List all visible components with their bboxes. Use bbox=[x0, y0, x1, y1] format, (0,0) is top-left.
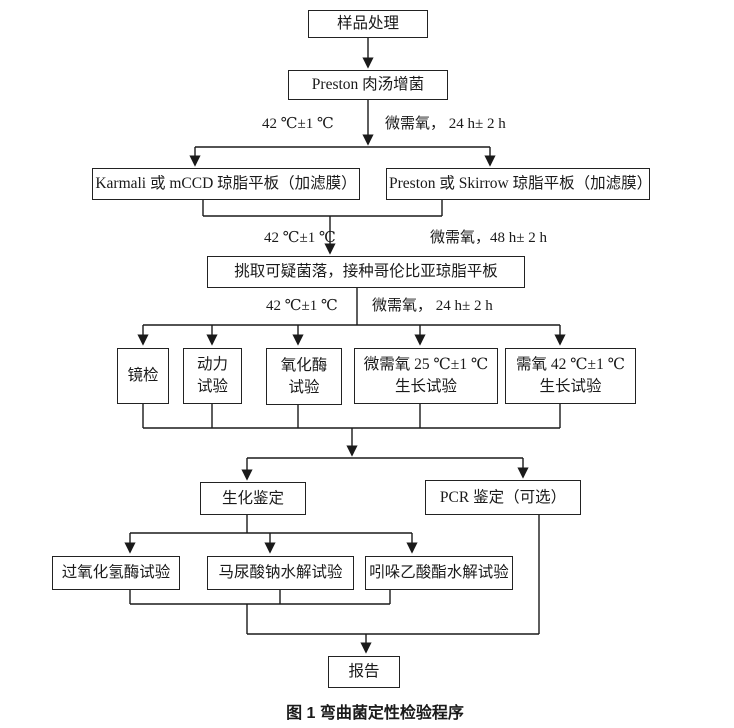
node-biochemical-identification: 生化鉴定 bbox=[200, 482, 306, 515]
node-microscopy: 镜检 bbox=[117, 348, 169, 404]
condition-2-atmosphere-time-label: 微需氧，48 h± 2 h bbox=[430, 230, 547, 246]
condition-2-temperature-label: 42 ℃±1 ℃ bbox=[264, 230, 336, 246]
condition-3-atmosphere-time-label: 微需氧， 24 h± 2 h bbox=[372, 298, 493, 314]
node-pick-suspect-colonies: 挑取可疑菌落，接种哥伦比亚琼脂平板 bbox=[207, 256, 525, 288]
node-microaerobic-25c-growth-test: 微需氧 25 ℃±1 ℃ 生长试验 bbox=[354, 348, 498, 404]
condition-1-atmosphere-time-label: 微需氧， 24 h± 2 h bbox=[385, 116, 506, 132]
node-aerobic-42c-growth-test: 需氧 42 ℃±1 ℃ 生长试验 bbox=[505, 348, 636, 404]
node-motility-test: 动力 试验 bbox=[183, 348, 242, 404]
node-preston-skirrow-agar-plate: Preston 或 Skirrow 琼脂平板（加滤膜） bbox=[386, 168, 652, 200]
node-report: 报告 bbox=[328, 656, 400, 688]
node-pcr-identification-optional: PCR 鉴定（可选） bbox=[425, 480, 581, 515]
node-oxidase-test: 氧化酶 试验 bbox=[266, 348, 342, 405]
node-catalase-test: 过氧化氢酶试验 bbox=[52, 556, 180, 590]
node-sample-processing: 样品处理 bbox=[308, 10, 428, 38]
condition-3-temperature-label: 42 ℃±1 ℃ bbox=[266, 298, 338, 314]
node-karmali-mccd-agar-plate: Karmali 或 mCCD 琼脂平板（加滤膜） bbox=[92, 168, 360, 200]
node-sodium-hippurate-hydrolysis-test: 马尿酸钠水解试验 bbox=[207, 556, 354, 590]
node-indoxyl-acetate-hydrolysis-test: 吲哚乙酸酯水解试验 bbox=[365, 556, 513, 590]
node-preston-broth-enrichment: Preston 肉汤增菌 bbox=[288, 70, 448, 100]
condition-1-temperature-label: 42 ℃±1 ℃ bbox=[262, 116, 334, 132]
figure-caption: 图 1 弯曲菌定性检验程序 bbox=[286, 705, 464, 722]
